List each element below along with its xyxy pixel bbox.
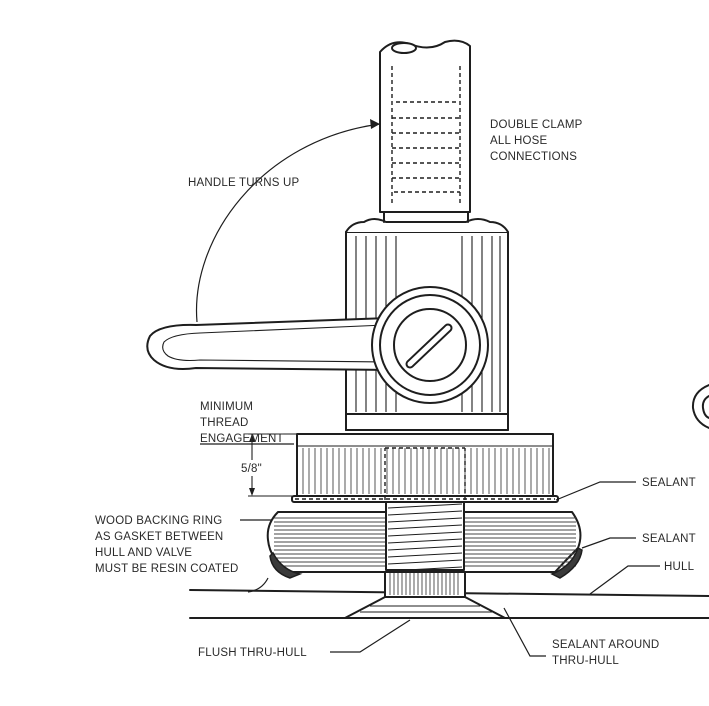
svg-text:THRU-HULL: THRU-HULL bbox=[552, 655, 619, 667]
label-minimum-thread: MINIMUM THREAD ENGAGEMENT bbox=[200, 401, 284, 445]
svg-text:SEALANT AROUND: SEALANT AROUND bbox=[552, 639, 659, 651]
valve-handle bbox=[146, 317, 391, 371]
svg-text:DOUBLE CLAMP: DOUBLE CLAMP bbox=[490, 119, 583, 131]
svg-text:ENGAGEMENT: ENGAGEMENT bbox=[200, 433, 284, 445]
screw-slot-icon bbox=[405, 323, 453, 369]
svg-text:THREAD: THREAD bbox=[200, 417, 248, 429]
arrowhead-icon bbox=[370, 119, 380, 129]
svg-text:MUST BE RESIN COATED: MUST BE RESIN COATED bbox=[95, 563, 239, 575]
svg-text:WOOD BACKING RING: WOOD BACKING RING bbox=[95, 515, 222, 527]
label-wood-backing-ring: WOOD BACKING RING AS GASKET BETWEEN HULL… bbox=[95, 515, 239, 575]
hidden-thread-engagement bbox=[384, 447, 466, 500]
svg-text:CONNECTIONS: CONNECTIONS bbox=[490, 151, 577, 163]
thread-dimension: 5/8" bbox=[241, 433, 297, 497]
partial-circle-icon bbox=[691, 384, 709, 429]
svg-text:MINIMUM: MINIMUM bbox=[200, 401, 253, 413]
dimension-label: 5/8" bbox=[241, 463, 262, 475]
label-double-clamp: DOUBLE CLAMP ALL HOSE CONNECTIONS bbox=[490, 119, 583, 163]
label-handle-turns-up: HANDLE TURNS UP bbox=[188, 177, 300, 189]
svg-text:ALL HOSE: ALL HOSE bbox=[490, 135, 548, 147]
hose-tube bbox=[379, 39, 471, 213]
svg-text:HULL AND VALVE: HULL AND VALVE bbox=[95, 547, 192, 559]
label-sealant-around: SEALANT AROUND THRU-HULL bbox=[552, 639, 659, 667]
label-sealant-lower: SEALANT bbox=[642, 533, 696, 545]
label-hull: HULL bbox=[664, 561, 695, 573]
label-flush-thru-hull: FLUSH THRU-HULL bbox=[198, 647, 307, 659]
label-sealant-upper: SEALANT bbox=[642, 477, 696, 489]
handle-boss bbox=[371, 286, 489, 404]
svg-text:AS GASKET BETWEEN: AS GASKET BETWEEN bbox=[95, 531, 223, 543]
leader-lines bbox=[200, 443, 660, 657]
valve-base-nut bbox=[291, 433, 559, 503]
flush-thru-hull-flange bbox=[344, 596, 506, 619]
threaded-stem bbox=[385, 499, 465, 572]
curved-arrow-icon bbox=[195, 123, 381, 323]
